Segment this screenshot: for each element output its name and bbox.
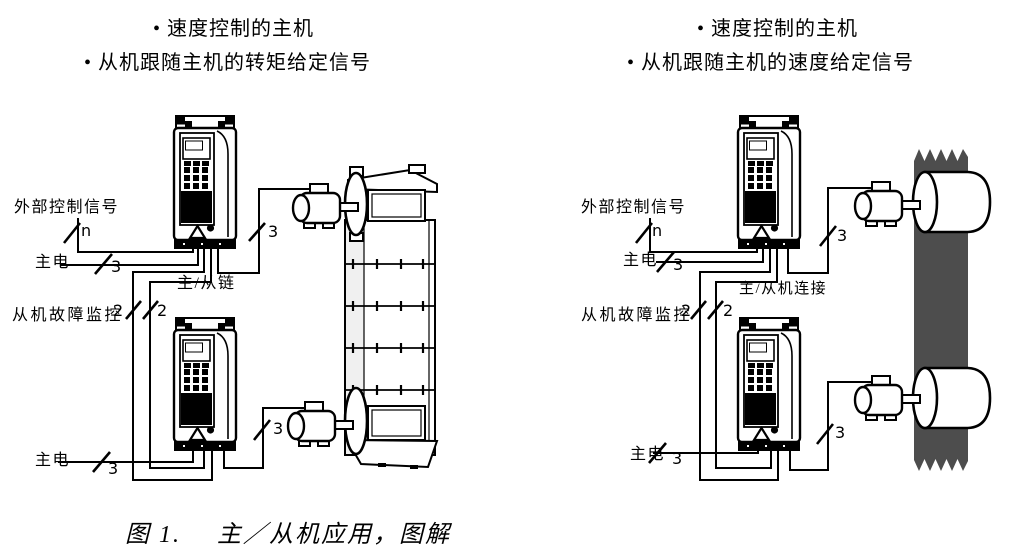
top-drum-face: [367, 189, 426, 222]
left-fault-count-b: 2: [157, 301, 168, 320]
right-diagram: [634, 114, 992, 481]
wire-mains-top: [60, 242, 199, 266]
wire-fault-monitor-a: [699, 246, 779, 481]
roller-conveyor: [343, 164, 439, 469]
left-diagram: [58, 114, 439, 481]
slash-fault-b: [142, 300, 159, 320]
follower-drive-left: [172, 316, 238, 452]
figure-caption-number: 图 1.: [125, 522, 181, 548]
bottom-roller: [923, 366, 992, 430]
wire-motor-cable-bottom: [789, 381, 872, 471]
right-link-label: 主/从机连接: [739, 281, 828, 297]
right-fault-monitor-label: 从机故障监控: [581, 307, 693, 324]
right-fault-count-b: 2: [723, 301, 734, 320]
wire-fault-monitor-b: [149, 246, 212, 469]
right-motor-bottom-count: 3: [835, 423, 846, 442]
right-mains-top-count: 3: [673, 255, 684, 274]
left-fault-monitor-label: 从机故障监控: [12, 307, 124, 324]
left-external-control-label: 外部控制信号: [14, 199, 120, 216]
material-web-machine: [911, 149, 992, 471]
left-mains-bottom-count: 3: [108, 459, 119, 478]
wire-fault-monitor-b: [715, 246, 778, 469]
right-mains-bottom-count: 3: [672, 449, 683, 468]
slash-motor-bottom: [252, 419, 272, 441]
wire-count-slashes: [62, 222, 272, 473]
left-wire-count-n: n: [81, 221, 92, 240]
conveyor-base: [345, 438, 439, 469]
slash-mains-top: [656, 251, 675, 273]
left-fault-count-a: 2: [113, 301, 124, 320]
slash-fault-a: [690, 300, 707, 320]
wire-motor-cable-top: [217, 188, 310, 274]
wire-motor-cable-top: [787, 187, 872, 274]
right-wire-count-n: n: [652, 221, 663, 240]
wire-mains-bottom: [58, 448, 194, 463]
left-mains-bottom-label: 主电: [35, 452, 71, 469]
figure-caption: 图 1. 主／从机应用，图解: [125, 514, 451, 549]
right-motor-top-count: 3: [837, 226, 848, 245]
slash-mains-bottom: [92, 451, 111, 473]
left-mains-top-count: 3: [111, 257, 122, 276]
wire-fault-monitor-a: [132, 246, 213, 481]
wire-count-slashes: [634, 222, 838, 464]
right-mains-top-label: 主电: [623, 252, 659, 269]
slash-motor-top: [248, 222, 266, 242]
slash-fault-a: [125, 300, 142, 320]
top-roller: [923, 170, 992, 234]
bottom-drum-face: [367, 405, 426, 441]
right-mains-bottom-label: 主电: [630, 446, 666, 463]
slash-n: [634, 222, 654, 244]
right-external-control-label: 外部控制信号: [581, 199, 687, 216]
left-motor-bottom-count: 3: [273, 419, 284, 438]
master-drive-right: [736, 114, 802, 250]
right-fault-count-a: 2: [681, 301, 692, 320]
slash-mains-top: [94, 253, 113, 275]
slash-motor-top: [818, 225, 838, 247]
slash-mains-bottom: [648, 442, 667, 464]
left-motor-top-count: 3: [268, 222, 279, 241]
figure-caption-text: 主／从机应用，图解: [217, 522, 451, 548]
right-bullet-speed-follow: • 从机跟随主机的速度给定信号: [627, 52, 915, 74]
left-bullet-torque-follow: • 从机跟随主机的转矩给定信号: [84, 52, 372, 74]
wire-motor-cable-bottom: [223, 407, 305, 469]
left-mains-top-label: 主电: [35, 254, 71, 271]
left-link-label: 主/从链: [177, 275, 236, 292]
master-drive-left: [172, 114, 238, 250]
slash-motor-bottom: [815, 423, 835, 445]
slash-n: [62, 222, 82, 244]
right-bullet-speed-master: • 速度控制的主机: [697, 18, 859, 40]
slash-fault-b: [707, 300, 724, 320]
follower-drive-right: [736, 316, 802, 452]
bearing-block: [408, 164, 426, 174]
left-bullet-speed-master: • 速度控制的主机: [153, 18, 315, 40]
